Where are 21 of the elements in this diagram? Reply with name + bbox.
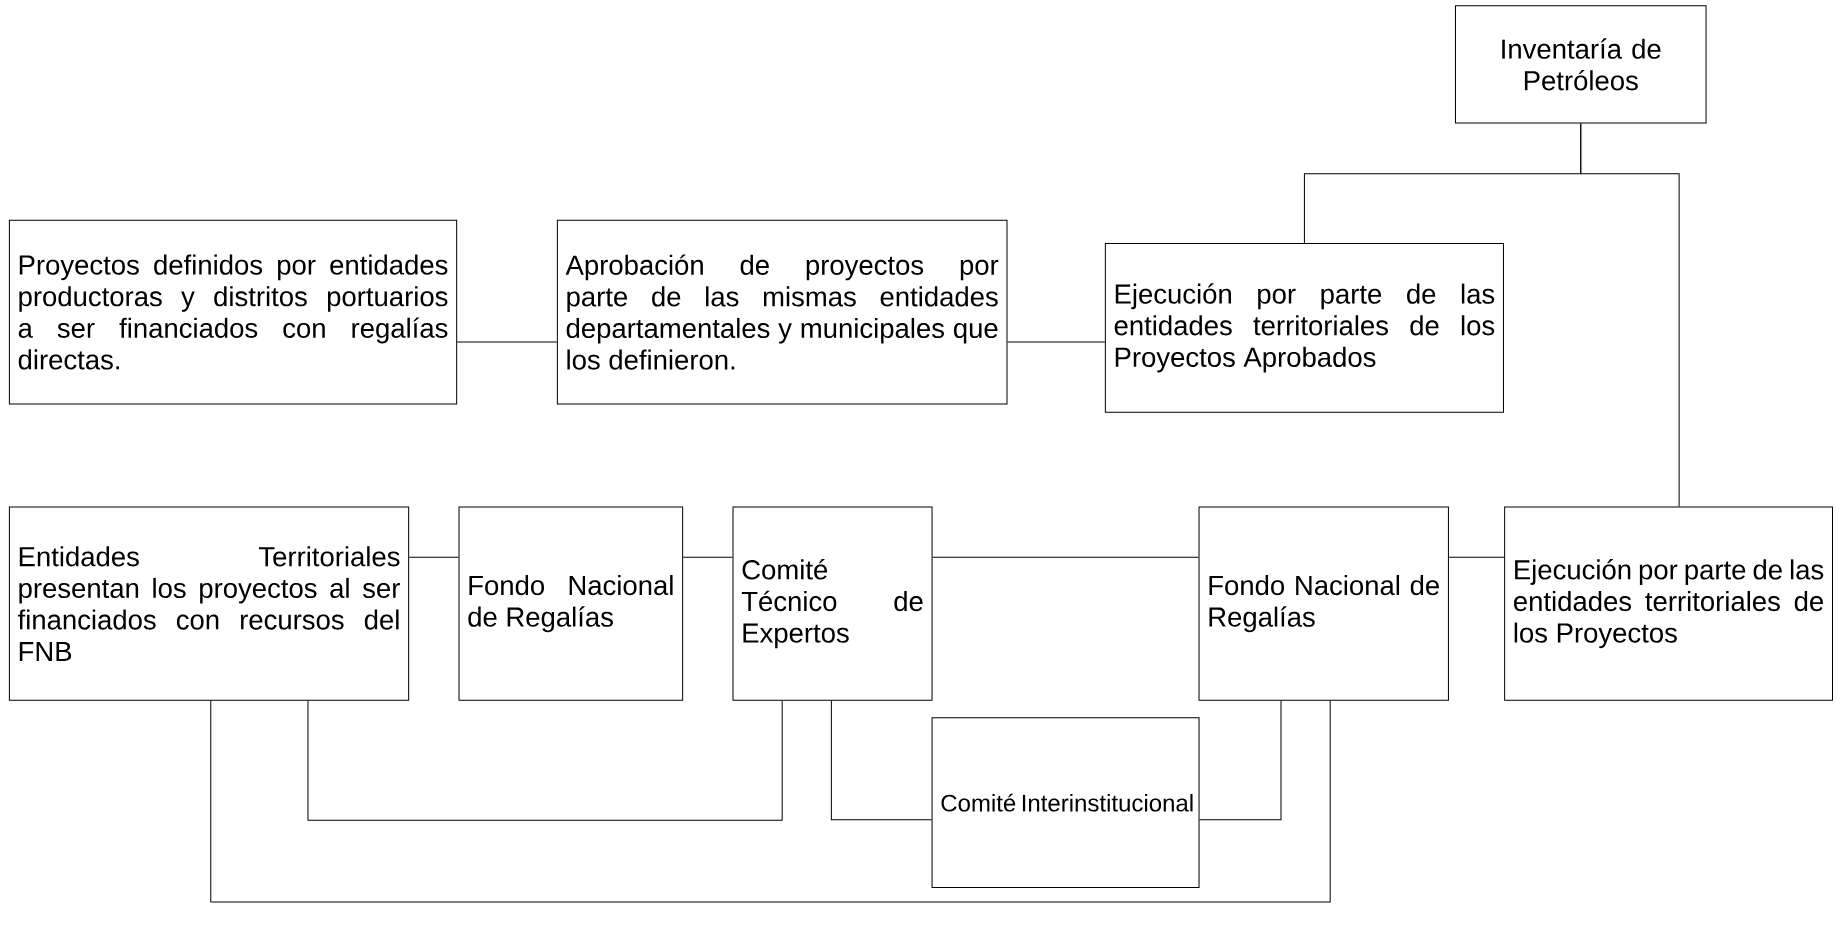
connector-line: [307, 700, 783, 821]
connector-line: [408, 556, 459, 558]
process-box: Entidades Territoriales presentan los proyectos al ser financiados con recursos del FNB: [8, 506, 410, 701]
process-box: Ejecución por parte de las entidades territoriales de los Proyectos: [1504, 506, 1833, 701]
process-box: Aprobación de proyectos por parte de las mismas entidades departamentales y municipales que los definieron.: [556, 219, 1008, 405]
process-box: Proyectos definidos por entidades productoras y distritos portuarios a ser financiados con regalías directas.: [8, 219, 458, 405]
connector-line: [1199, 700, 1282, 820]
process-box: Comité Técnico de Expertos: [732, 506, 933, 701]
process-box: Fondo Nacional de Regalías: [458, 506, 684, 701]
connector-line: [210, 700, 1331, 903]
connector-line: [1580, 122, 1680, 507]
connector-line: [830, 700, 933, 820]
connector-line: [1007, 341, 1106, 343]
process-box: Comité Interinstitucional: [931, 717, 1200, 888]
process-box: Ejecución por parte de las entidades territoriales de los Proyectos Aprobados: [1104, 242, 1504, 413]
process-box: Fondo Nacional de Regalías: [1198, 506, 1449, 701]
connector-line: [456, 341, 558, 343]
process-box: Inventaría de Petróleos: [1454, 5, 1707, 124]
connector-line: [1448, 556, 1505, 558]
connector-line: [932, 556, 1200, 558]
connector-line: [682, 556, 733, 558]
